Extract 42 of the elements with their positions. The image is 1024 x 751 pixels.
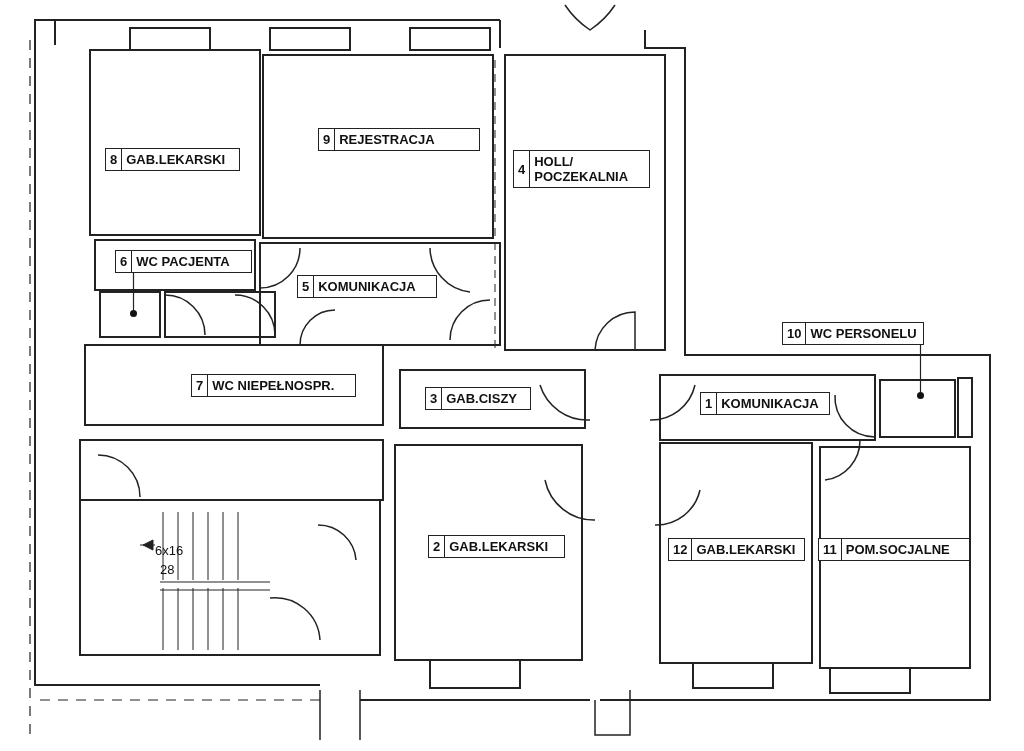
room-label bbox=[318, 128, 480, 151]
room-label bbox=[105, 148, 240, 171]
room-label bbox=[428, 535, 565, 558]
room-label bbox=[425, 387, 531, 410]
room-name: REJESTRACJA bbox=[338, 131, 436, 149]
room-label bbox=[668, 538, 805, 561]
room-number: 3 bbox=[426, 388, 443, 409]
room-label bbox=[700, 392, 830, 415]
stair-annotation: 6x16 bbox=[155, 543, 184, 558]
room-name: GAB.LEKARSKI bbox=[448, 538, 550, 556]
room-number: 10 bbox=[783, 323, 807, 344]
room-number: 9 bbox=[319, 129, 336, 150]
room-label bbox=[115, 250, 252, 273]
room-number: 12 bbox=[669, 539, 693, 560]
room-number: 8 bbox=[106, 149, 123, 170]
room-name: WC NIEPEŁNOSPR. bbox=[211, 377, 336, 395]
room-label bbox=[513, 150, 650, 188]
room-name: POM.SOCJALNE bbox=[844, 541, 951, 559]
room-name: WC PACJENTA bbox=[135, 253, 231, 271]
room-number: 4 bbox=[514, 151, 531, 187]
room-number: 11 bbox=[819, 539, 842, 560]
room-number: 1 bbox=[701, 393, 718, 414]
stair-annotation: 28 bbox=[160, 562, 175, 577]
room-number: 5 bbox=[298, 276, 315, 297]
room-label bbox=[818, 538, 970, 561]
room-number: 2 bbox=[429, 536, 446, 557]
room-label bbox=[297, 275, 437, 298]
marker-dot bbox=[917, 392, 924, 399]
room-label bbox=[782, 322, 924, 345]
room-name: WC PERSONELU bbox=[809, 325, 918, 343]
room-number: 7 bbox=[192, 375, 209, 396]
room-name: GAB.CISZY bbox=[445, 390, 519, 408]
room-name: KOMUNIKACJA bbox=[317, 278, 417, 296]
leader-line bbox=[132, 272, 135, 311]
room-label bbox=[191, 374, 356, 397]
room-name: KOMUNIKACJA bbox=[720, 395, 820, 413]
room-name: GAB.LEKARSKI bbox=[125, 151, 227, 169]
room-name: GAB.LEKARSKI bbox=[695, 541, 797, 559]
marker-dot bbox=[130, 310, 137, 317]
room-name: HOLL/ POCZEKALNIA bbox=[533, 153, 630, 186]
room-number: 6 bbox=[116, 251, 133, 272]
leader-line bbox=[919, 344, 922, 393]
